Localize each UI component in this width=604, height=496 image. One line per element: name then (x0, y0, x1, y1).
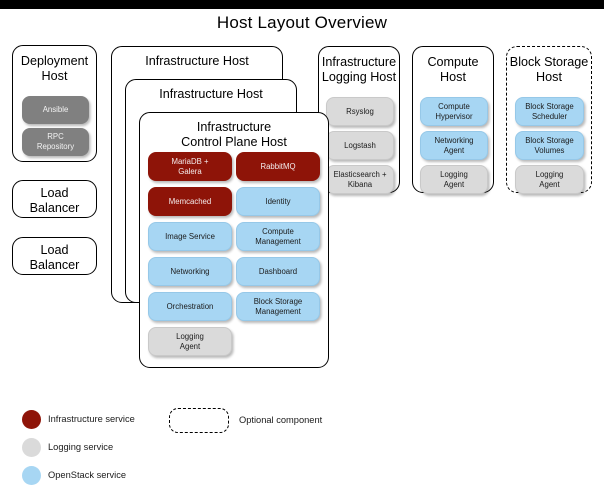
service-chip-logstash[interactable]: Logstash (326, 131, 394, 160)
host-title-load-balancer-1: Load Balancer (29, 186, 80, 215)
service-chip-compute-hypervisor[interactable]: Compute Hypervisor (420, 97, 488, 126)
top-black-bar (0, 0, 604, 9)
host-title-compute-host: Compute Host (427, 55, 479, 84)
service-chip-elasticsearch-kibana[interactable]: Elasticsearch + Kibana (326, 165, 394, 194)
host-title-deployment-host: Deployment Host (20, 54, 89, 83)
host-card-load-balancer-2[interactable]: Load Balancer (12, 237, 97, 275)
service-chip-rsyslog[interactable]: Rsyslog (326, 97, 394, 126)
host-card-infrastructure-control-plane-host[interactable]: Infrastructure Control Plane Host MariaD… (139, 112, 329, 368)
legend-swatch-logging-service (22, 438, 41, 457)
service-chip-networking[interactable]: Networking (148, 257, 232, 286)
service-chip-block-storage-volumes[interactable]: Block Storage Volumes (515, 131, 584, 160)
service-chip-rabbitmq[interactable]: RabbitMQ (236, 152, 320, 181)
host-card-load-balancer-1[interactable]: Load Balancer (12, 180, 97, 218)
host-card-deployment-host[interactable]: Deployment Host Ansible RPC Repository (12, 45, 97, 162)
host-title-infrastructure-logging-host: Infrastructure Logging Host (321, 55, 397, 84)
service-chip-block-storage-scheduler[interactable]: Block Storage Scheduler (515, 97, 584, 126)
legend-label-logging-service: Logging service (48, 442, 114, 452)
host-title-block-storage-host: Block Storage Host (509, 55, 589, 84)
service-chip-ansible[interactable]: Ansible (22, 96, 89, 124)
service-chip-orchestration[interactable]: Orchestration (148, 292, 232, 321)
legend-label-optional-component: Optional component (239, 415, 323, 425)
service-chip-image-service[interactable]: Image Service (148, 222, 232, 251)
service-chip-memcached[interactable]: Memcached (148, 187, 232, 216)
host-title-infrastructure-host-back: Infrastructure Host (145, 54, 249, 68)
host-card-block-storage-host[interactable]: Block Storage Host Block Storage Schedul… (506, 46, 592, 194)
legend-swatch-openstack-service (22, 466, 41, 485)
service-chip-logging-agent-compute[interactable]: Logging Agent (420, 165, 488, 194)
service-chip-logging-agent-control-plane[interactable]: Logging Agent (148, 327, 232, 356)
host-title-load-balancer-2: Load Balancer (29, 243, 80, 272)
legend-label-infrastructure-service: Infrastructure service (48, 414, 135, 424)
page-title: Host Layout Overview (216, 13, 388, 32)
legend-label-openstack-service: OpenStack service (48, 470, 127, 480)
legend-swatch-optional-component (169, 408, 229, 433)
host-card-compute-host[interactable]: Compute Host Compute Hypervisor Networki… (412, 46, 494, 194)
service-chip-mariadb-galera[interactable]: MariaDB + Galera (148, 152, 232, 181)
service-chip-rpc-repository[interactable]: RPC Repository (22, 128, 89, 156)
host-card-infrastructure-logging-host[interactable]: Infrastructure Logging Host Rsyslog Logs… (318, 46, 400, 194)
service-chip-logging-agent-block-storage[interactable]: Logging Agent (515, 165, 584, 194)
service-chip-networking-agent[interactable]: Networking Agent (420, 131, 488, 160)
service-chip-dashboard[interactable]: Dashboard (236, 257, 320, 286)
service-chip-block-storage-management[interactable]: Block Storage Management (236, 292, 320, 321)
service-chip-compute-management[interactable]: Compute Management (236, 222, 320, 251)
legend-swatch-infrastructure-service (22, 410, 41, 429)
service-chip-identity[interactable]: Identity (236, 187, 320, 216)
host-title-infrastructure-host-mid: Infrastructure Host (159, 87, 263, 101)
host-title-infrastructure-control-plane-host: Infrastructure Control Plane Host (181, 120, 287, 149)
